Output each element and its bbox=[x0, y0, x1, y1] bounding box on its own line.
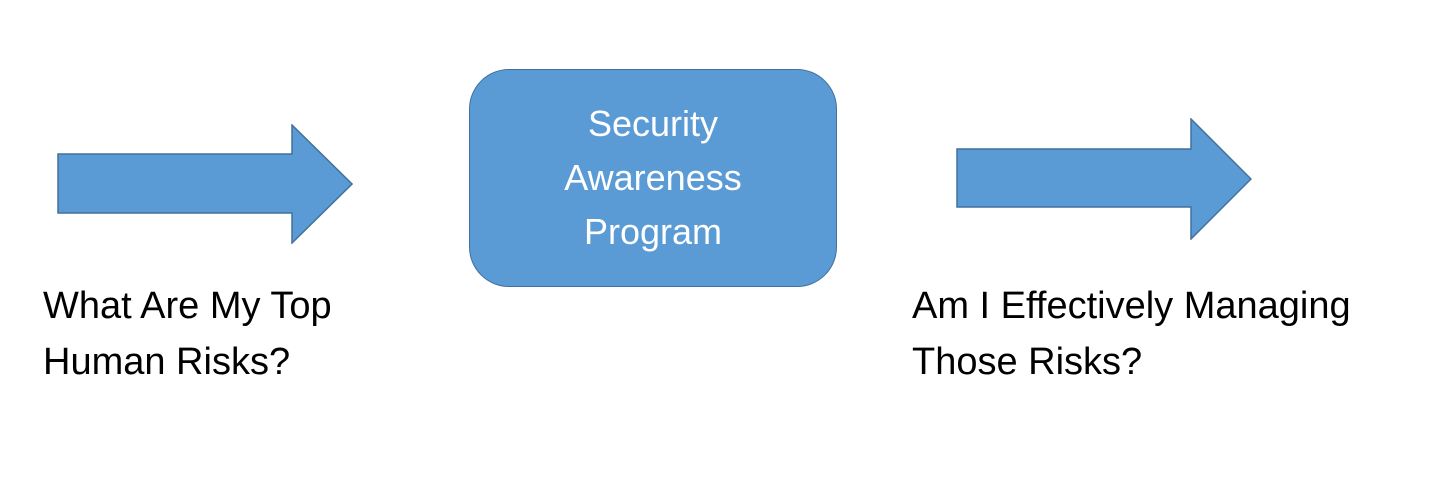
security-awareness-program-box: Security Awareness Program bbox=[469, 69, 837, 287]
right-arrow-icon bbox=[956, 118, 1252, 240]
right-arrow-shape bbox=[956, 118, 1252, 240]
right-caption: Am I Effectively Managing Those Risks? bbox=[912, 285, 1351, 383]
center-box-label: Security Awareness Program bbox=[564, 103, 742, 252]
left-arrow-shape bbox=[57, 124, 353, 244]
right-arrow-icon bbox=[57, 124, 353, 244]
left-caption: What Are My Top Human Risks? bbox=[43, 285, 332, 383]
